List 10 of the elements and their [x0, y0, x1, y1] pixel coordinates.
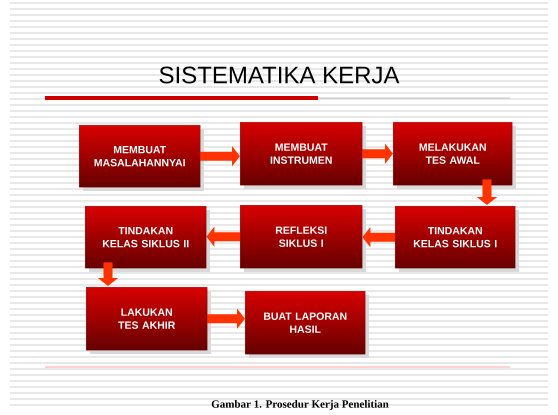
process-box: TINDAKAN KELAS SIKLUS II	[85, 206, 206, 268]
caption: Gambar 1. Prosedur Kerja Penelitian	[212, 400, 389, 410]
process-box: BUAT LAPORAN HASIL	[245, 291, 366, 354]
process-box: MELAKUKAN TES AWAL	[393, 122, 512, 186]
process-box: REFLEKSI SIKLUS I	[240, 205, 362, 268]
process-box: MEMBUAT INSTRUMEN	[240, 122, 362, 186]
process-box: TINDAKAN KELAS SIKLUS I	[395, 206, 516, 268]
process-box: MEMBUAT MASALAHANNYAI	[79, 125, 200, 188]
process-box: LAKUKAN TES AKHIR	[86, 287, 208, 350]
title: SISTEMATIKA KERJA	[160, 66, 400, 84]
